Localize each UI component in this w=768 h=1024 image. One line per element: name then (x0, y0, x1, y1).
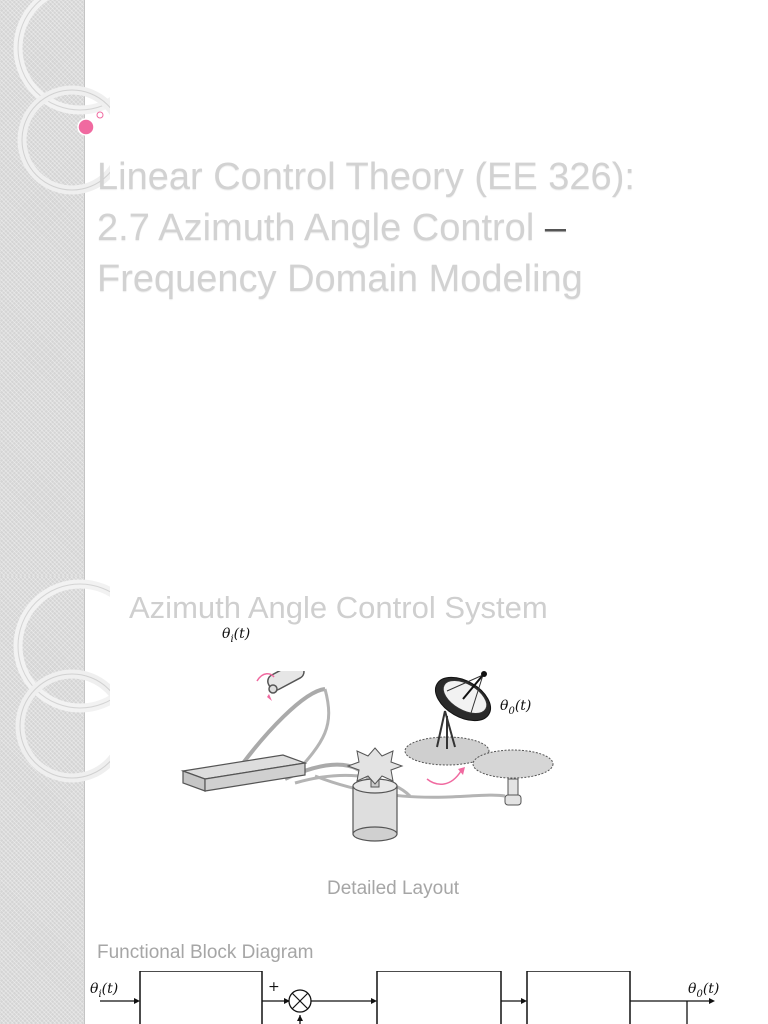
decorative-rings-icon (13, 0, 110, 195)
bd-input-label: θi(t) (90, 981, 119, 1000)
input-angle-label: θi(t) (222, 626, 251, 645)
block-diagram-title: Functional Block Diagram (97, 942, 314, 963)
block-1 (139, 971, 263, 1024)
output-angle-label: θ0(t) (500, 698, 532, 717)
layout-caption: Detailed Layout (327, 878, 460, 899)
title-line-2: 2.7 Azimuth Angle Control – (97, 203, 747, 254)
slide-sidebar (0, 0, 110, 576)
title-dash: – (544, 207, 566, 249)
bd-output-label: θ0(t) (688, 981, 720, 1000)
functional-block-diagram (100, 971, 715, 1024)
motor-icon (346, 747, 404, 842)
block-3 (526, 971, 631, 1024)
title-line-2-text: 2.7 Azimuth Angle Control (97, 207, 545, 249)
content-slide: Azimuth Angle Control System θi(t) θ0(t) (0, 576, 768, 1024)
title-line-1: Linear Control Theory (EE 326): (97, 156, 635, 198)
summing-junction-icon (288, 989, 312, 1024)
block-2 (376, 971, 502, 1024)
plus-sign: + (268, 979, 280, 995)
potentiometer-icon (256, 671, 305, 701)
decorative-rings-icon (13, 579, 110, 783)
title-line-3: Frequency Domain Modeling (97, 258, 583, 300)
antenna-layout-illustration (180, 671, 554, 842)
antenna-gear (404, 736, 554, 806)
title-slide: Linear Control Theory (EE 326): 2.7 Azim… (0, 0, 747, 576)
presentation-title: Linear Control Theory (EE 326): 2.7 Azim… (97, 152, 747, 305)
slide-title: Azimuth Angle Control System (129, 590, 548, 625)
amplifier-box (180, 754, 308, 792)
slide-sidebar (0, 576, 110, 1024)
dish-antenna-icon (435, 671, 491, 749)
